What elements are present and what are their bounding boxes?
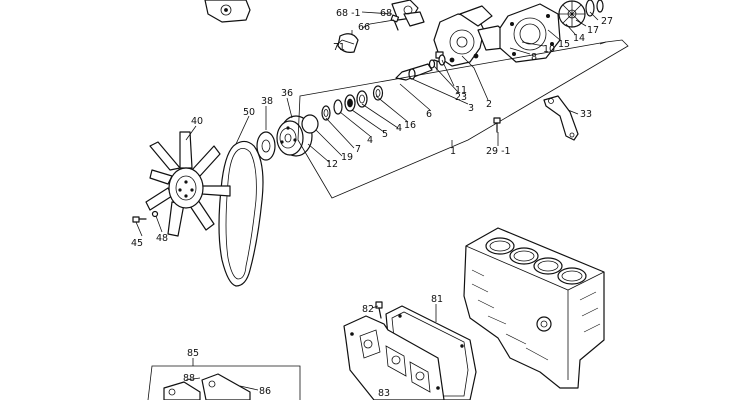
- callout-68: 68: [380, 8, 392, 19]
- callout-4b: 4: [367, 135, 373, 146]
- bypass-hose: [337, 33, 359, 53]
- assembly-frame: [297, 39, 629, 199]
- bolt-29-1: [493, 117, 501, 133]
- callout-36: 36: [281, 88, 293, 99]
- leader-lines: [135, 11, 599, 391]
- callout-71: 71: [333, 42, 345, 53]
- bolt-82: [375, 301, 383, 319]
- callout-50: 50: [243, 107, 255, 118]
- callout-68-1: 68 -1: [336, 8, 361, 19]
- callout-23: 23: [455, 92, 467, 103]
- callout-66: 66: [358, 22, 370, 33]
- callout-33: 33: [580, 109, 592, 120]
- callout-19: 19: [341, 152, 353, 163]
- callout-15: 15: [558, 39, 570, 50]
- callout-10: 10: [543, 44, 555, 55]
- callout-27: 27: [601, 16, 613, 27]
- callout-5: 5: [382, 129, 388, 140]
- callout-2: 2: [486, 99, 492, 110]
- bottom-parts: [163, 373, 251, 400]
- callout-83: 83: [378, 388, 390, 399]
- callout-29-1: 29 -1: [486, 146, 511, 157]
- engine-block: [463, 227, 605, 389]
- pump-impeller: [558, 0, 604, 28]
- callout-81: 81: [431, 294, 443, 305]
- callout-48: 48: [156, 233, 168, 244]
- pump-shaft-parts: [321, 54, 446, 121]
- callout-82: 82: [362, 304, 374, 315]
- side-cover-83: [343, 315, 445, 400]
- callout-labels: 68 -1 68 66 71 27 17 14 15 10 8 11 23 2 …: [131, 8, 613, 399]
- fan-bolts: [132, 210, 159, 223]
- callout-7: 7: [355, 144, 361, 155]
- adjusting-bar: [543, 95, 579, 141]
- callout-14: 14: [573, 33, 585, 44]
- callout-1: 1: [450, 146, 456, 157]
- water-pump-housing: [433, 5, 511, 67]
- callout-45: 45: [131, 238, 143, 249]
- callout-12: 12: [326, 159, 338, 170]
- callout-4a: 4: [396, 123, 402, 134]
- callout-11: 11: [455, 85, 467, 96]
- callout-40: 40: [191, 116, 203, 127]
- bottom-assembly-frame: [147, 365, 301, 400]
- fan-belt: [218, 140, 264, 287]
- cooling-fan: [145, 131, 231, 237]
- callout-85: 85: [187, 348, 199, 359]
- callout-86: 86: [259, 386, 271, 397]
- top-bracket: [204, 0, 251, 23]
- pump-gasket-plate: [499, 3, 561, 63]
- callout-38: 38: [261, 96, 273, 107]
- callout-88: 88: [183, 373, 195, 384]
- callout-8: 8: [531, 52, 537, 63]
- callout-3: 3: [468, 103, 474, 114]
- callout-17: 17: [587, 25, 599, 36]
- pulley-hub: [256, 114, 319, 161]
- callout-16: 16: [404, 120, 416, 131]
- callout-6: 6: [426, 109, 432, 120]
